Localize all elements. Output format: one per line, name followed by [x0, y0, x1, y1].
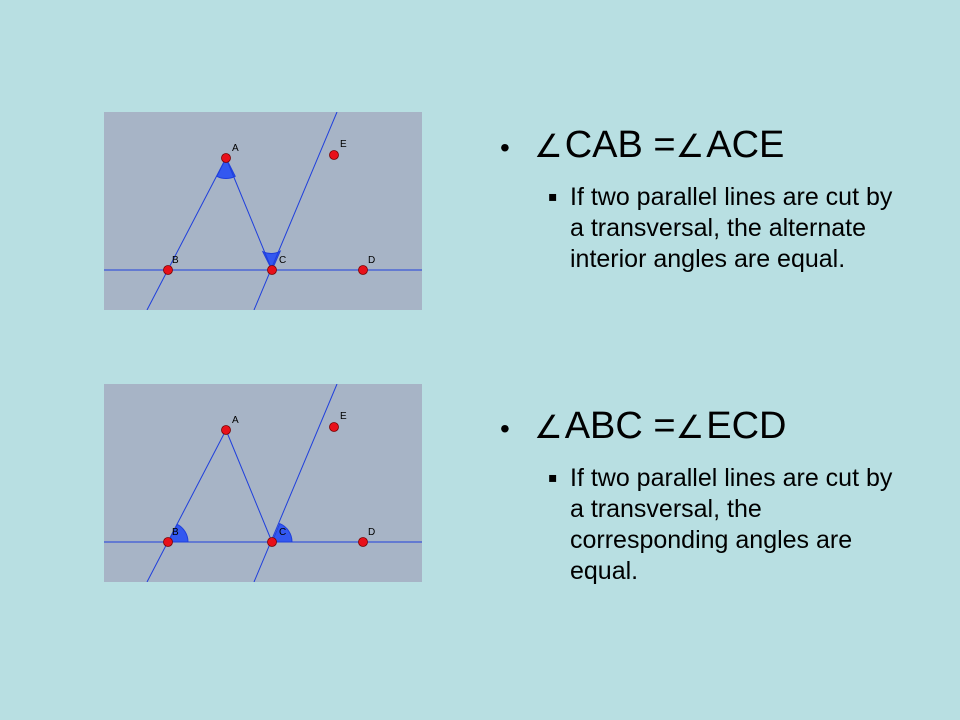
equation-right: ACE — [706, 124, 785, 166]
canvas-background — [104, 112, 422, 310]
equation-right: ECD — [706, 405, 787, 447]
square-bullet-icon: ▪ — [548, 470, 558, 486]
angle-symbol-icon: ∠ — [675, 127, 705, 165]
equation-left: CAB = — [564, 124, 676, 166]
geometry-canvas: A E B C D — [104, 384, 422, 582]
angle-symbol-icon: ∠ — [675, 408, 705, 446]
angle-symbol-icon: ∠ — [534, 408, 563, 446]
point-label-b: B — [172, 527, 179, 538]
point-d[interactable] — [358, 537, 368, 547]
point-e[interactable] — [329, 422, 339, 432]
point-label-a: A — [232, 415, 239, 426]
point-label-c: C — [279, 527, 286, 538]
diagram-alternate-interior-angles: A E B C D — [104, 112, 422, 310]
bullet: • — [500, 413, 510, 444]
point-c[interactable] — [267, 537, 277, 547]
point-a[interactable] — [221, 425, 231, 435]
bullet: • — [500, 132, 510, 163]
point-c[interactable] — [267, 265, 277, 275]
point-label-e: E — [340, 139, 347, 150]
angle-mark-ace — [261, 250, 282, 272]
segment-ac — [225, 429, 273, 543]
equation-left: ABC = — [564, 405, 676, 447]
transversal-line-ab — [146, 429, 227, 582]
explanation-text: If two parallel lines are cut by a trans… — [570, 464, 893, 585]
point-b[interactable] — [163, 265, 173, 275]
diagram-corresponding-angles: A E B C D — [104, 384, 422, 582]
point-a[interactable] — [221, 153, 231, 163]
transversal-line-ab — [146, 157, 227, 310]
point-e[interactable] — [329, 150, 339, 160]
point-label-b: B — [172, 255, 179, 266]
point-label-a: A — [232, 143, 239, 154]
statement-corresponding: • ∠ ABC = ∠ ECD ▪ If two parallel lines … — [500, 403, 920, 587]
square-bullet-icon: ▪ — [548, 189, 558, 205]
explanation-item: ▪ If two parallel lines are cut by a tra… — [500, 463, 920, 587]
explanation-item: ▪ If two parallel lines are cut by a tra… — [500, 182, 920, 275]
point-d[interactable] — [358, 265, 368, 275]
point-label-e: E — [340, 411, 347, 422]
geometry-canvas: A E B C D — [104, 112, 422, 310]
transversal-line-ce — [253, 112, 338, 310]
point-b[interactable] — [163, 537, 173, 547]
explanation-text: If two parallel lines are cut by a trans… — [570, 183, 893, 273]
point-label-c: C — [279, 255, 286, 266]
point-label-d: D — [368, 527, 375, 538]
angle-equation: • ∠ ABC = ∠ ECD — [500, 403, 920, 452]
transversal-line-ce — [253, 384, 338, 582]
canvas-background — [104, 384, 422, 582]
point-label-d: D — [368, 255, 375, 266]
statement-alternate-interior: • ∠ CAB = ∠ ACE ▪ If two parallel lines … — [500, 122, 920, 275]
angle-symbol-icon: ∠ — [534, 127, 563, 165]
angle-equation: • ∠ CAB = ∠ ACE — [500, 122, 920, 171]
segment-ac — [225, 157, 273, 271]
